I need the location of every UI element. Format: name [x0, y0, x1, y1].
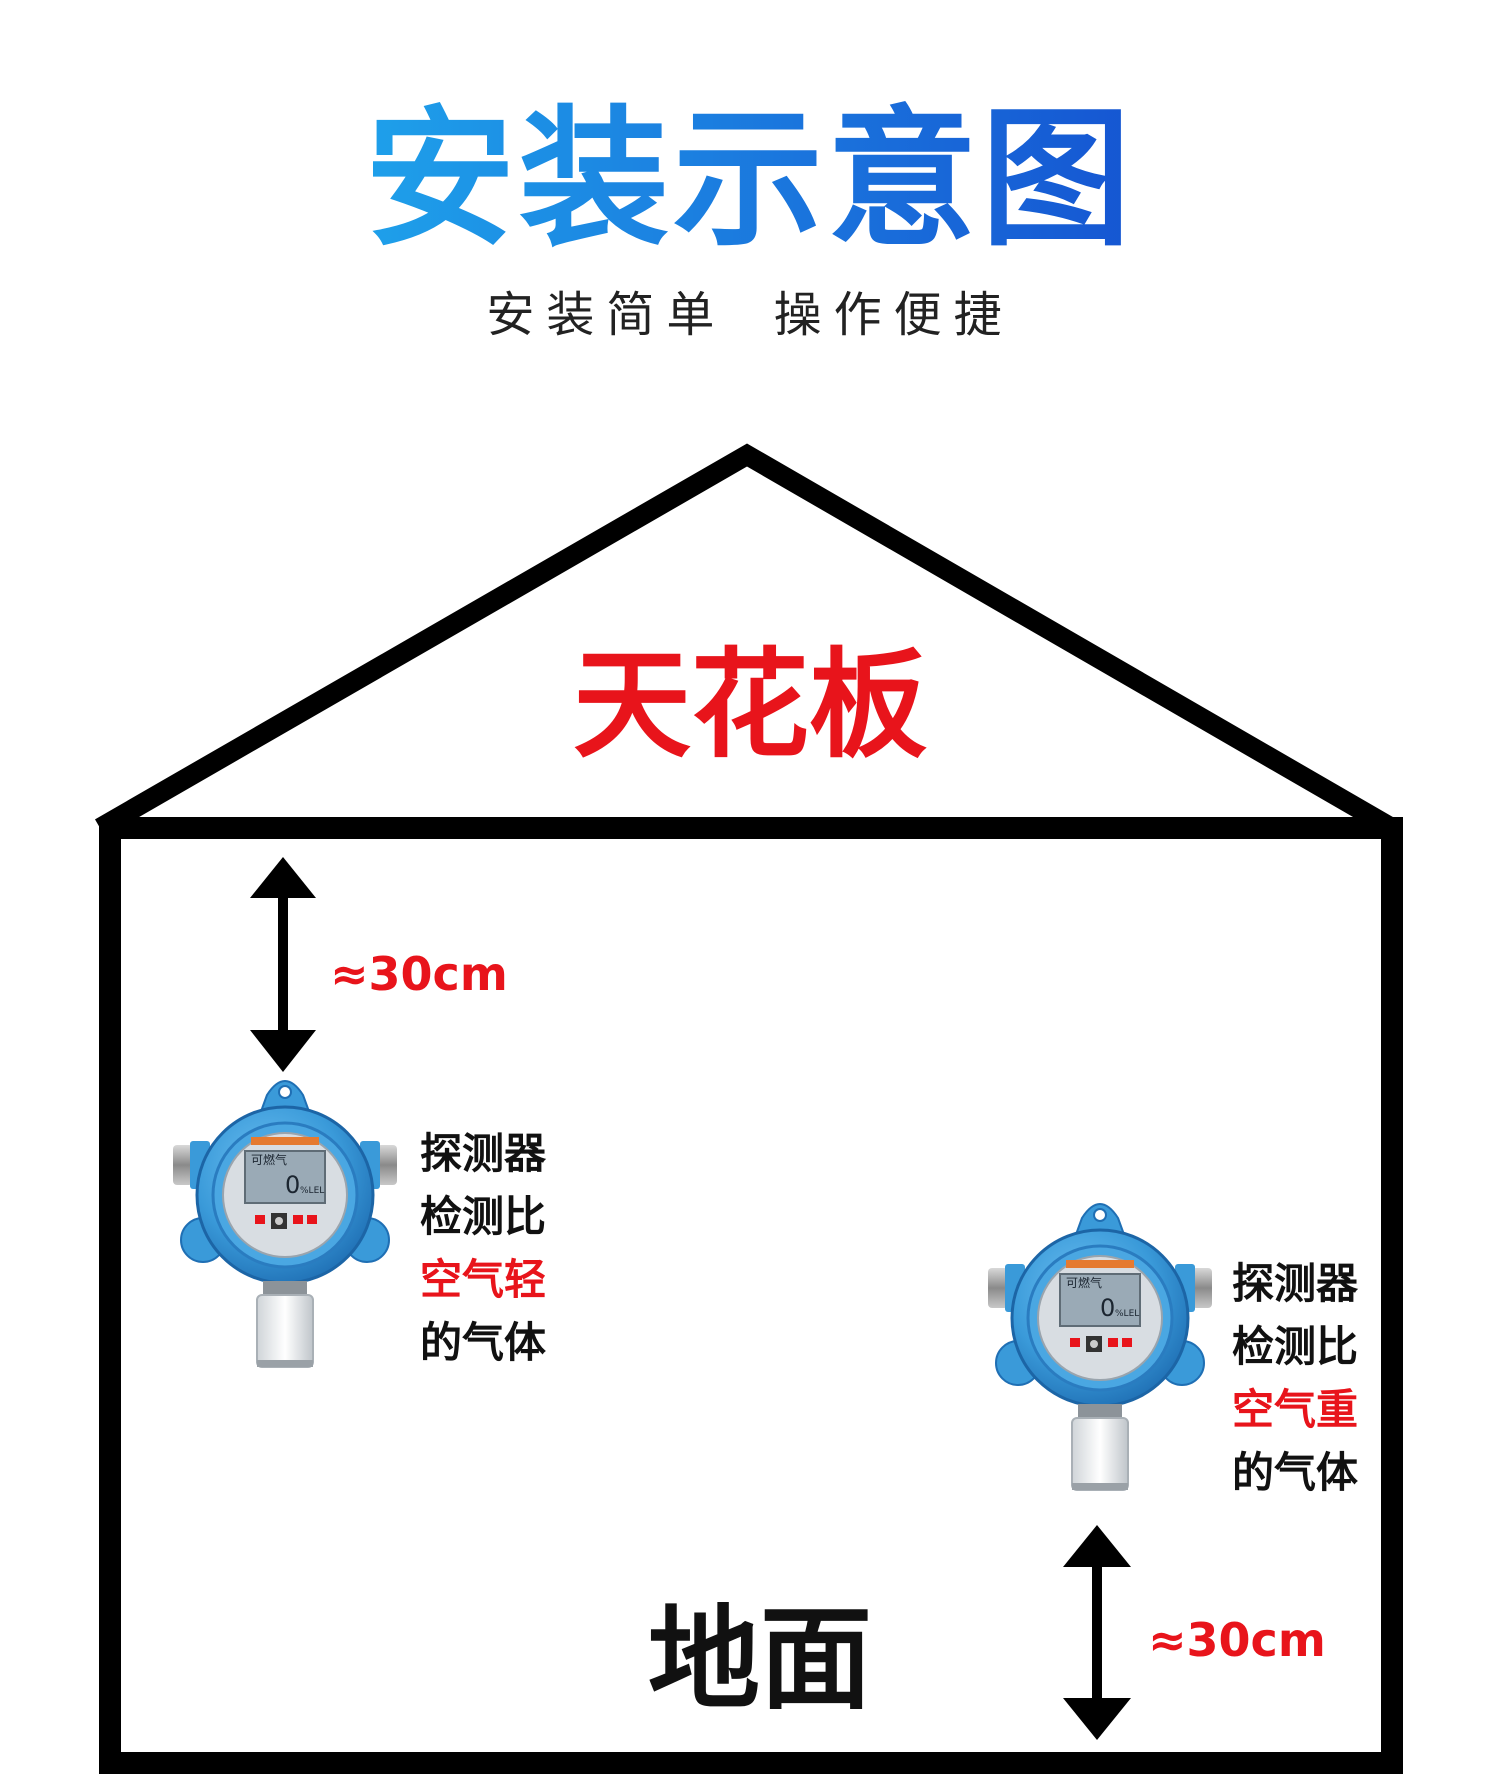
subtitle-part-1: 安装简单 — [486, 287, 727, 343]
top-distance-label: ≈30cm — [330, 947, 508, 1001]
page-subtitle: 安装简单 操作便捷 — [0, 285, 1500, 345]
desc-line-highlight: 空气轻 — [420, 1255, 547, 1304]
top-distance-arrow — [250, 857, 316, 1072]
screen-value: 0 — [285, 1171, 300, 1199]
bottom-distance-arrow — [1063, 1525, 1131, 1740]
desc-line: 检测比 — [1232, 1322, 1359, 1371]
screen-title: 可燃气 — [1066, 1275, 1102, 1290]
detector-heavy-description: 探测器 检测比 空气重 的气体 — [1232, 1252, 1372, 1504]
ceiling-label: 天花板 — [572, 636, 927, 774]
detector-light-gas: 可燃气 0 %LEL — [171, 1079, 399, 1369]
page-title: 安装示意图 — [364, 93, 1135, 267]
desc-line: 探测器 — [420, 1129, 547, 1178]
floor-label: 地面 — [648, 1595, 872, 1725]
screen-value: 0 — [1100, 1294, 1115, 1322]
screen-title: 可燃气 — [251, 1152, 287, 1167]
desc-line: 检测比 — [420, 1192, 547, 1241]
desc-line-highlight: 空气重 — [1232, 1385, 1359, 1434]
desc-line: 的气体 — [1232, 1448, 1359, 1497]
detector-heavy-gas: 可燃气 0 %LEL — [986, 1202, 1214, 1492]
screen-unit: %LEL — [1115, 1309, 1139, 1319]
screen-unit: %LEL — [300, 1186, 324, 1196]
desc-line: 探测器 — [1232, 1259, 1359, 1308]
house-walls — [99, 817, 1403, 1774]
desc-line: 的气体 — [420, 1318, 547, 1367]
roof-outline — [95, 443, 1398, 837]
detector-light-description: 探测器 检测比 空气轻 的气体 — [420, 1122, 560, 1374]
bottom-distance-label: ≈30cm — [1148, 1613, 1326, 1667]
subtitle-part-2: 操作便捷 — [773, 287, 1014, 343]
